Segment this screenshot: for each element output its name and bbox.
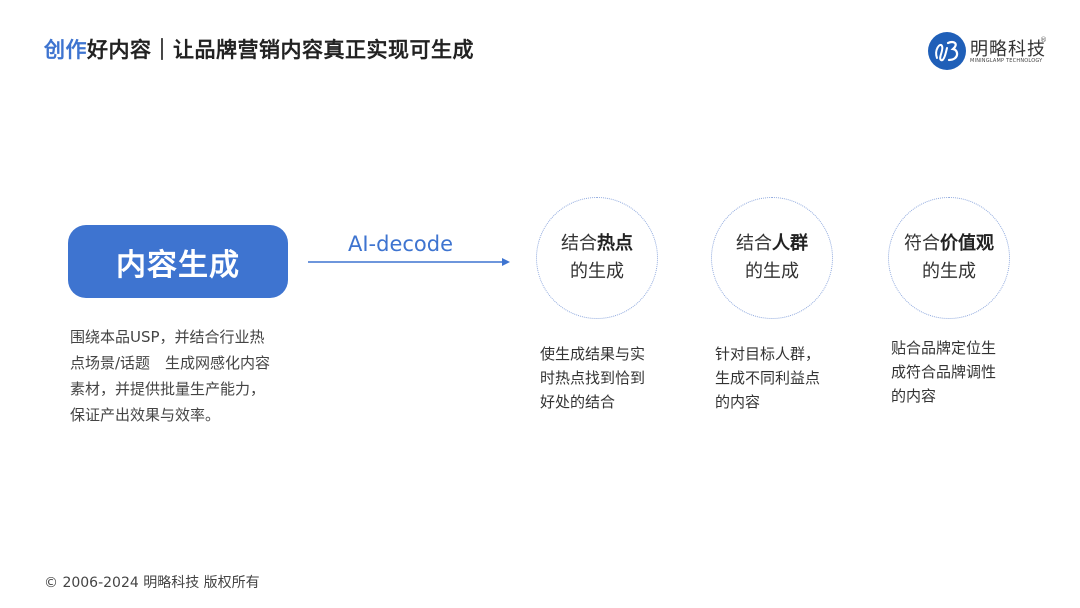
content-generation-description: 围绕本品USP，并结合行业热 点场景/话题 生成网感化内容 素材，并提供批量生产…: [70, 328, 271, 424]
page-title: 创作好内容｜让品牌营销内容真正实现可生成: [44, 34, 474, 64]
registered-mark: ®: [1040, 36, 1047, 44]
circle-label-bold: 人群: [772, 233, 808, 254]
circle-label-prefix: 结合: [736, 233, 772, 254]
ai-decode-label: AI-decode: [348, 232, 454, 256]
arrow-right-icon: [308, 258, 510, 266]
audience-description: 针对目标人群， 生成不同利益点 的内容: [715, 345, 821, 411]
hotspot-description: 使生成结果与实 时热点找到恰到 好处的结合: [540, 345, 646, 411]
copyright-footer: © 2006-2024 明略科技 版权所有: [44, 575, 260, 591]
title-accent: 创作: [44, 38, 87, 62]
logo-name-cn: 明略科技: [970, 39, 1046, 60]
values-description: 贴合品牌定位生 成符合品牌调性 的内容: [891, 339, 997, 405]
circle-label-suffix: 的生成: [922, 261, 976, 282]
content-generation-pill: 内容生成: [68, 225, 288, 298]
circle-label-bold: 价值观: [940, 233, 994, 254]
circle-label-prefix: 结合: [561, 233, 597, 254]
circle-audience-generation: 结合人群 的生成: [711, 197, 833, 319]
logo-name-en: MININGLAMP TECHNOLOGY: [970, 58, 1043, 64]
circle-label-bold: 热点: [597, 233, 633, 254]
company-logo: 明略科技 ® MININGLAMP TECHNOLOGY: [928, 32, 1048, 72]
circle-hotspot-generation: 结合热点 的生成: [536, 197, 658, 319]
circle-label-prefix: 符合: [904, 233, 940, 254]
circle-label-suffix: 的生成: [570, 261, 624, 282]
circle-label-suffix: 的生成: [745, 261, 799, 282]
title-rest: 好内容｜让品牌营销内容真正实现可生成: [87, 38, 474, 62]
circle-values-generation: 符合价值观 的生成: [888, 197, 1010, 319]
logo-mark-icon: [928, 32, 966, 70]
